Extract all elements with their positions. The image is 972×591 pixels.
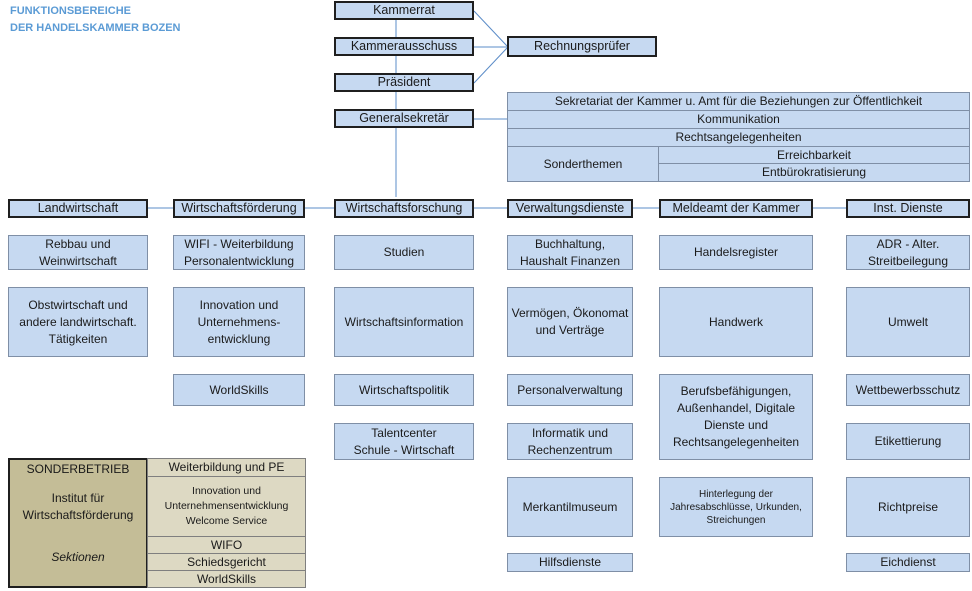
sonderbetrieb-box: SONDERBETRIEB Institut für Wirtschaftsfö… xyxy=(8,458,148,588)
rechnungspruefer-box: Rechnungsprüfer xyxy=(507,36,657,57)
column-head-wirtschaftsforschung: Wirtschaftsforschung xyxy=(334,199,474,218)
unit-box: Hilfsdienste xyxy=(507,553,633,572)
sekretariat-box: Sekretariat der Kammer u. Amt für die Be… xyxy=(507,92,970,111)
unit-box: Innovation und Unternehmens- entwicklung xyxy=(173,287,305,357)
unit-box: Informatik und Rechenzentrum xyxy=(507,423,633,460)
praesident-box: Präsident xyxy=(334,73,474,92)
unit-box: ADR - Alter. Streitbeilegung xyxy=(846,235,970,270)
unit-box: Wirtschaftspolitik xyxy=(334,374,474,406)
unit-box: Hinterlegung der Jahresabschlüsse, Urkun… xyxy=(659,477,813,537)
unit-box: Studien xyxy=(334,235,474,270)
kommunikation-box: Kommunikation xyxy=(507,110,970,129)
column-head-inst-dienste: Inst. Dienste xyxy=(846,199,970,218)
section-box: WorldSkills xyxy=(147,570,306,588)
unit-box: Talentcenter Schule - Wirtschaft xyxy=(334,423,474,460)
column-head-meldeamt: Meldeamt der Kammer xyxy=(659,199,813,218)
generalsekretaer-box: Generalsekretär xyxy=(334,109,474,128)
unit-box: Handelsregister xyxy=(659,235,813,270)
section-box: Schiedsgericht xyxy=(147,553,306,571)
connector-praesident-pruefer xyxy=(473,47,508,84)
column-head-verwaltungsdienste: Verwaltungsdienste xyxy=(507,199,633,218)
unit-box: Berufsbefähigungen, Außenhandel, Digital… xyxy=(659,374,813,460)
institut-name: Institut für Wirtschaftsförderung xyxy=(22,491,134,522)
unit-box: Merkantilmuseum xyxy=(507,477,633,537)
kammerrat-box: Kammerrat xyxy=(334,1,474,20)
unit-box: Obstwirtschaft und andere landwirtschaft… xyxy=(8,287,148,357)
unit-box: Buchhaltung, Haushalt Finanzen xyxy=(507,235,633,270)
section-box: Innovation und Unternehmensentwicklung W… xyxy=(147,476,306,537)
connector-kammerrat-pruefer xyxy=(473,10,508,47)
unit-box: Rebbau und Weinwirtschaft xyxy=(8,235,148,270)
unit-box: WIFI - Weiterbildung Personalentwicklung xyxy=(173,235,305,270)
entbuerokratisierung-box: Entbürokratisierung xyxy=(658,163,970,182)
diagram-title: FUNKTIONSBEREICHE DER HANDELSKAMMER BOZE… xyxy=(10,5,181,34)
unit-box: Eichdienst xyxy=(846,553,970,572)
unit-box: Umwelt xyxy=(846,287,970,357)
rechtsangelegenheiten-box: Rechtsangelegenheiten xyxy=(507,128,970,147)
column-head-landwirtschaft: Landwirtschaft xyxy=(8,199,148,218)
section-box: WIFO xyxy=(147,536,306,554)
unit-box: Vermögen, Ökonomat und Verträge xyxy=(507,287,633,357)
unit-box: Richtpreise xyxy=(846,477,970,537)
section-box: Weiterbildung und PE xyxy=(147,458,306,477)
sonderbetrieb-label: SONDERBETRIEB xyxy=(26,462,130,476)
unit-box: WorldSkills xyxy=(173,374,305,406)
unit-box: Handwerk xyxy=(659,287,813,357)
column-head-wirtschaftsfoerderung: Wirtschaftsförderung xyxy=(173,199,305,218)
kammerausschuss-box: Kammerausschuss xyxy=(334,37,474,56)
unit-box: Etikettierung xyxy=(846,423,970,460)
unit-box: Personalverwaltung xyxy=(507,374,633,406)
sonderthemen-box: Sonderthemen xyxy=(507,146,659,182)
unit-box: Wirtschaftsinformation xyxy=(334,287,474,357)
sektionen-label: Sektionen xyxy=(51,550,105,564)
erreichbarkeit-box: Erreichbarkeit xyxy=(658,146,970,164)
unit-box: Wettbewerbsschutz xyxy=(846,374,970,406)
